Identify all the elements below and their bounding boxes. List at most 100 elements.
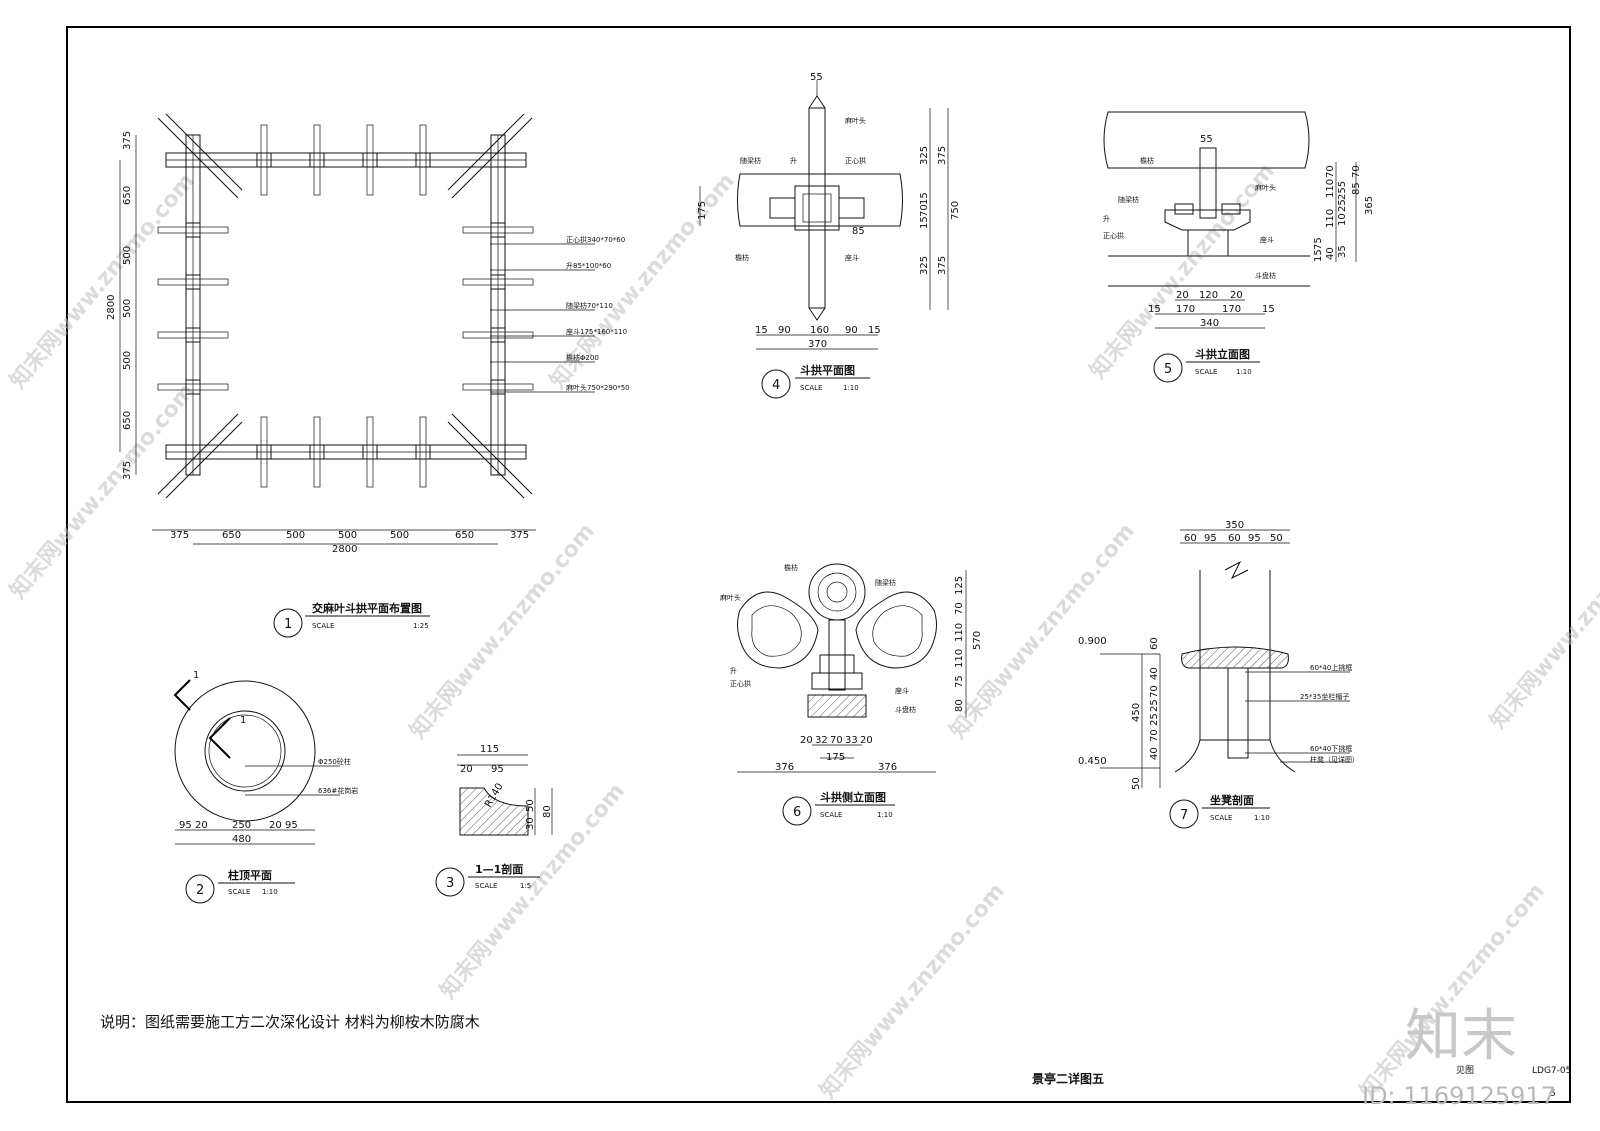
d6-label-1: 随梁枋 — [875, 578, 896, 587]
d5-scale-label: SCALE — [1195, 368, 1217, 376]
d1-number: 1 — [284, 617, 292, 632]
sheet-border — [66, 26, 1571, 1103]
d2-scale-label: SCALE — [228, 888, 250, 896]
d4-dim-left-0: 175 — [697, 201, 708, 220]
d5-number: 5 — [1164, 362, 1172, 377]
d6-label-6: 斗盘枋 — [895, 705, 916, 714]
d6-dim-bottom-1: 376 — [878, 762, 897, 773]
d1-dim-b-6: 375 — [510, 530, 529, 541]
d7-dim-left-6: 40 — [1149, 747, 1160, 760]
d5-dim-bottom-inner-0: 20 — [1176, 290, 1189, 301]
d1-number-circle — [273, 608, 303, 638]
d6-dim-bottom-0: 376 — [775, 762, 794, 773]
d6-dim-right-5: 80 — [954, 699, 965, 712]
d6-dim-bottom-inner-4: 20 — [860, 735, 873, 746]
watermark-5: 知末网www.znzmo.com — [405, 518, 600, 744]
d1-label-3: 座斗175*160*110 — [566, 327, 627, 336]
d7-dim-left-3: 25 — [1149, 699, 1160, 712]
d7-dim-top-3: 95 — [1248, 533, 1261, 544]
d7-label-3: 柱凳（见详图） — [1310, 755, 1359, 764]
d6-label-4: 正心拱 — [730, 679, 751, 688]
d4-dim-bottom-1: 90 — [778, 325, 791, 336]
d2-dim-1: 20 — [195, 820, 208, 831]
d5-dim-bottom-3: 15 — [1262, 304, 1275, 315]
d7-dim-left-2: 70 — [1149, 685, 1160, 698]
d6-dim-right-0: 125 — [954, 576, 965, 595]
d7-dim-left-5: 70 — [1149, 729, 1160, 742]
d5-dim-right-4: 10 — [1337, 213, 1348, 226]
d4-dim-right-outer-1: 750 — [950, 201, 961, 220]
d4-dim-bottom-4: 15 — [868, 325, 881, 336]
id-text: ID: 1169125917 — [1362, 1082, 1556, 1110]
d4-total: 370 — [808, 339, 827, 350]
d7-dim-left-4: 25 — [1149, 713, 1160, 726]
d5-dim-right-7: 75 — [1313, 237, 1324, 250]
d2-total: 480 — [232, 834, 251, 845]
d1-dim-l-4: 500 — [122, 351, 133, 370]
d5-label-2: 随梁枋 — [1118, 195, 1139, 204]
drawing-4-bracket-plan: 55 麻叶头 随梁枋 升 正心拱 檐枋 座斗 85 175 325 15 70 … — [697, 72, 961, 399]
d7-label-0: 60*40上挑框 — [1310, 663, 1352, 672]
d7-level-0: 0.900 — [1078, 636, 1107, 647]
d6-dim-bottom-inner-0: 20 — [800, 735, 813, 746]
d4-label-4: 檐枋 — [735, 253, 749, 262]
d1-dim-b-0: 375 — [170, 530, 189, 541]
d1-scale: 1:25 — [413, 622, 429, 630]
watermark-10: 知末网www.znzmo.com — [1355, 878, 1550, 1104]
drawing-5-bracket-elevation: 55 檐枋 麻叶头 随梁枋 升 正心拱 座斗 斗盘枋 70 110 110 25… — [1103, 111, 1375, 383]
d6-scale: 1:10 — [877, 811, 893, 819]
ref-label: 见图 — [1456, 1065, 1474, 1076]
d7-dim-top-4: 50 — [1270, 533, 1283, 544]
d1-label-1: 升85*100*60 — [566, 261, 611, 270]
d5-dim-bottom-inner-1: 120 — [1199, 290, 1218, 301]
d2-dim-4: 95 — [285, 820, 298, 831]
watermark-layer: 知末网www.znzmo.com 知末网www.znzmo.com 知末网www… — [5, 158, 1600, 1104]
d5-scale: 1:10 — [1236, 368, 1252, 376]
d5-dim-right-5: 40 — [1325, 247, 1336, 260]
d7-dim-top-1: 95 — [1204, 533, 1217, 544]
d1-label-5: 麻叶头750*290*50 — [566, 383, 630, 392]
d7-total-top: 350 — [1225, 520, 1244, 531]
d7-dim-left-0: 60 — [1149, 637, 1160, 650]
d3-dim-top-2: 95 — [491, 764, 504, 775]
d4-label-0: 麻叶头 — [845, 116, 866, 125]
d6-label-0: 檐枋 — [784, 563, 798, 572]
drawing-1-plan: 375 650 500 500 500 650 375 2800 375 650… — [106, 113, 630, 638]
d5-label-1: 麻叶头 — [1255, 183, 1276, 192]
d4-dim-right-4: 325 — [919, 256, 930, 275]
d7-dim-mid: 450 — [1131, 703, 1142, 722]
d4-label-2: 升 — [790, 156, 797, 165]
d4-dim-right-3: 15 — [919, 216, 930, 229]
drawing-3-section: 115 20 95 R140 50 30 80 3 1—1剖面 SCALE 1:… — [435, 744, 553, 897]
d3-scale: 1:5 — [520, 882, 531, 890]
d5-dim-right-outer-2: 70 — [1351, 165, 1362, 178]
d3-dim-top-1: 20 — [460, 764, 473, 775]
d1-dim-l-1: 650 — [122, 186, 133, 205]
d5-dim-right-2: 110 — [1325, 209, 1336, 228]
d4-scale-label: SCALE — [800, 384, 822, 392]
d1-dim-l-5: 650 — [122, 411, 133, 430]
d6-number-circle — [782, 796, 812, 826]
d3-number: 3 — [446, 876, 454, 891]
d5-dim-right-outer-0: 255 — [1337, 181, 1348, 200]
drawing-code: LDG7-05 — [1532, 1066, 1571, 1076]
d5-label-4: 正心拱 — [1103, 231, 1124, 240]
d2-section-mark-b: 1 — [240, 715, 246, 726]
d1-label-2: 随梁枋70*110 — [566, 301, 613, 310]
d2-dim-3: 20 — [269, 820, 282, 831]
d4-dim-bottom-0: 15 — [755, 325, 768, 336]
d7-scale: 1:10 — [1254, 814, 1270, 822]
d5-dim-right-outer-1: 85 — [1351, 182, 1362, 195]
d4-dim-right-2: 70 — [919, 204, 930, 217]
d4-inner-dim: 85 — [852, 226, 865, 237]
d3-dim-right-0: 50 — [525, 799, 536, 812]
d5-label-6: 斗盘枋 — [1255, 271, 1276, 280]
d2-label-0: Φ250砼柱 — [318, 757, 351, 766]
drawing-7-bench-section: 350 60 95 60 95 50 0.900 0.450 60 40 70 … — [1078, 520, 1359, 829]
d5-label-5: 座斗 — [1260, 235, 1274, 244]
page-number: 5 — [1550, 1089, 1556, 1099]
d3-dim-right-1: 30 — [525, 817, 536, 830]
d3-scale-label: SCALE — [475, 882, 497, 890]
d4-top-dim: 55 — [810, 72, 823, 83]
d1-label-4: 檐枋Φ200 — [566, 353, 599, 362]
